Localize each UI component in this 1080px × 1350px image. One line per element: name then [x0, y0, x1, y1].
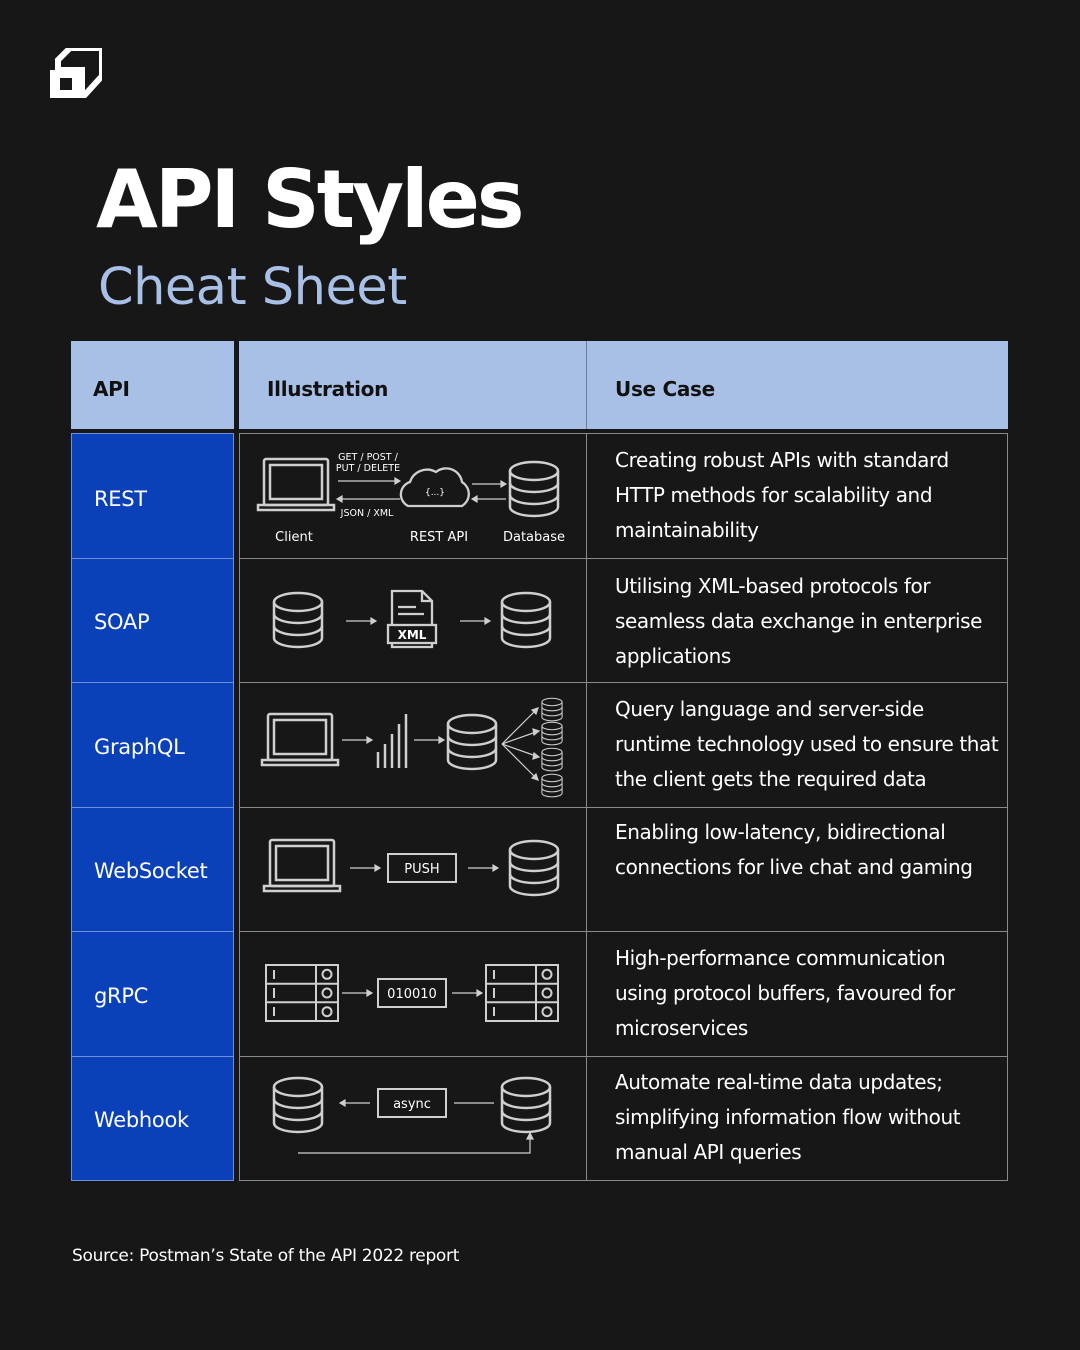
api-name: gRPC [94, 984, 149, 1008]
header-api-cell: API [71, 341, 234, 429]
api-name: Webhook [94, 1108, 189, 1132]
push-box [387, 853, 457, 883]
request-methods-line2: PUT / DELETE [336, 463, 400, 474]
database-icon [508, 839, 560, 897]
cloud-payload: {...} [425, 488, 445, 498]
use-case-soap: Utilising XML-based protocols for seamle… [615, 574, 983, 668]
database-icon [541, 721, 563, 746]
api-divider [71, 1056, 234, 1057]
db-out-arrow-icon [470, 494, 506, 504]
soap-illustration: XML [240, 559, 586, 683]
server-icon [485, 964, 559, 1022]
response-arrow-icon [335, 494, 400, 504]
callback-arrow-icon [298, 1131, 534, 1154]
xml-label: XML [398, 628, 427, 642]
header-illustration: Illustration [267, 377, 389, 401]
arrow-icon [349, 864, 381, 872]
database-label: Database [503, 530, 565, 545]
api-divider [71, 807, 234, 808]
signal-bars-icon [376, 714, 408, 768]
binary-box [377, 978, 447, 1008]
arrow-icon [345, 617, 377, 625]
async-label: async [393, 1097, 431, 1112]
stacked-box-logo-icon [50, 48, 102, 98]
use-case-grpc: High-performance communication using pro… [615, 946, 955, 1040]
api-cell-webhook: Webhook [71, 1058, 234, 1182]
page-title: API Styles [96, 153, 524, 246]
api-name: REST [94, 487, 147, 511]
grpc-illustration: 010010 [240, 933, 586, 1057]
database-icon [272, 1076, 324, 1134]
rest-api-label: REST API [410, 530, 468, 545]
header-divider [586, 341, 587, 429]
arrow-icon [459, 617, 491, 625]
request-methods-line1: GET / POST / [338, 452, 398, 463]
client-laptop-icon [260, 712, 340, 767]
api-divider [71, 931, 234, 932]
graphql-illustration [240, 684, 586, 808]
row-divider [239, 682, 1008, 683]
row-divider [239, 931, 1008, 932]
api-cell-rest: REST [71, 437, 234, 561]
async-box [377, 1088, 447, 1118]
source-note: Source: Postman’s State of the API 2022 … [72, 1246, 460, 1266]
api-name: GraphQL [94, 735, 185, 759]
arrow-icon [341, 989, 373, 997]
use-case-graphql: Query language and server-side runtime t… [615, 697, 999, 791]
binary-label: 010010 [387, 987, 437, 1002]
database-icon [541, 697, 563, 722]
push-label: PUSH [404, 862, 439, 877]
api-name: WebSocket [94, 859, 208, 883]
arrow-icon [341, 736, 373, 744]
api-divider [71, 682, 234, 683]
page-subtitle: Cheat Sheet [98, 258, 407, 317]
use-case-webhook: Automate real-time data updates; simplif… [615, 1070, 961, 1164]
use-case-rest: Creating robust APIs with standard HTTP … [615, 448, 949, 542]
response-format: JSON / XML [340, 508, 394, 519]
api-name: SOAP [94, 610, 150, 634]
row-divider [239, 807, 1008, 808]
use-case-websocket: Enabling low-latency, bidirectional conn… [615, 820, 973, 879]
database-icon [541, 773, 563, 798]
arrow-icon [413, 736, 445, 744]
server-icon [265, 964, 339, 1022]
client-label: Client [275, 530, 313, 545]
database-icon [508, 460, 560, 518]
client-laptop-icon [262, 838, 342, 893]
request-arrow-icon [338, 476, 402, 486]
api-cell-websocket: WebSocket [71, 809, 234, 933]
rest-illustration: GET / POST / PUT / DELETE JSON / XML {..… [240, 434, 586, 558]
arrow-icon [467, 864, 499, 872]
header-use-case: Use Case [615, 377, 715, 401]
row-divider [239, 558, 1008, 559]
fanout-arrows-icon [501, 707, 541, 781]
arrow-left-icon [338, 1098, 370, 1108]
xml-file-icon [386, 589, 438, 649]
client-laptop-icon [256, 457, 336, 512]
cloud-icon [399, 467, 470, 508]
db-in-arrow-icon [472, 479, 508, 489]
api-divider [71, 558, 234, 559]
database-icon [541, 747, 563, 772]
database-icon [272, 591, 324, 649]
header-api: API [93, 377, 130, 401]
database-icon [500, 1076, 552, 1134]
row-divider [239, 1056, 1008, 1057]
api-cell-grpc: gRPC [71, 934, 234, 1058]
api-cell-graphql: GraphQL [71, 685, 234, 809]
arrow-icon [451, 989, 483, 997]
header-illustration-cell: Illustration Use Case [239, 341, 1008, 429]
websocket-illustration: PUSH [240, 808, 586, 932]
webhook-illustration: async [240, 1057, 586, 1181]
database-icon [446, 713, 498, 771]
api-cell-soap: SOAP [71, 560, 234, 684]
database-icon [500, 591, 552, 649]
